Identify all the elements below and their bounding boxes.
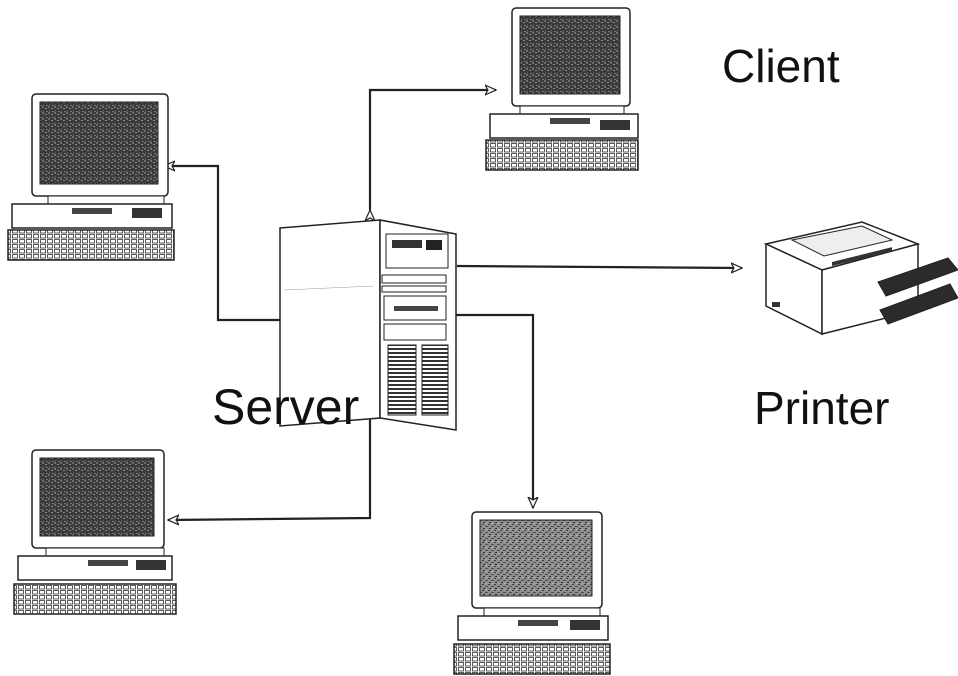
connection-server-client-left-lower bbox=[168, 420, 370, 520]
printer-icon bbox=[763, 221, 958, 336]
connection-server-printer bbox=[456, 266, 742, 268]
connection-server-client-top bbox=[370, 90, 496, 210]
server-tower-icon bbox=[279, 219, 457, 431]
printer-label: Printer bbox=[754, 382, 889, 434]
server-label: Server bbox=[212, 379, 359, 435]
desktop-computer-icon bbox=[485, 7, 639, 171]
desktop-computer-icon bbox=[453, 511, 611, 675]
client-label: Client bbox=[722, 40, 840, 92]
desktop-computer-icon bbox=[13, 449, 177, 615]
connection-server-client-bottom bbox=[454, 315, 533, 508]
desktop-computer-icon bbox=[7, 93, 175, 261]
connections bbox=[164, 90, 742, 520]
connection-server-client-left-upper bbox=[164, 166, 282, 320]
